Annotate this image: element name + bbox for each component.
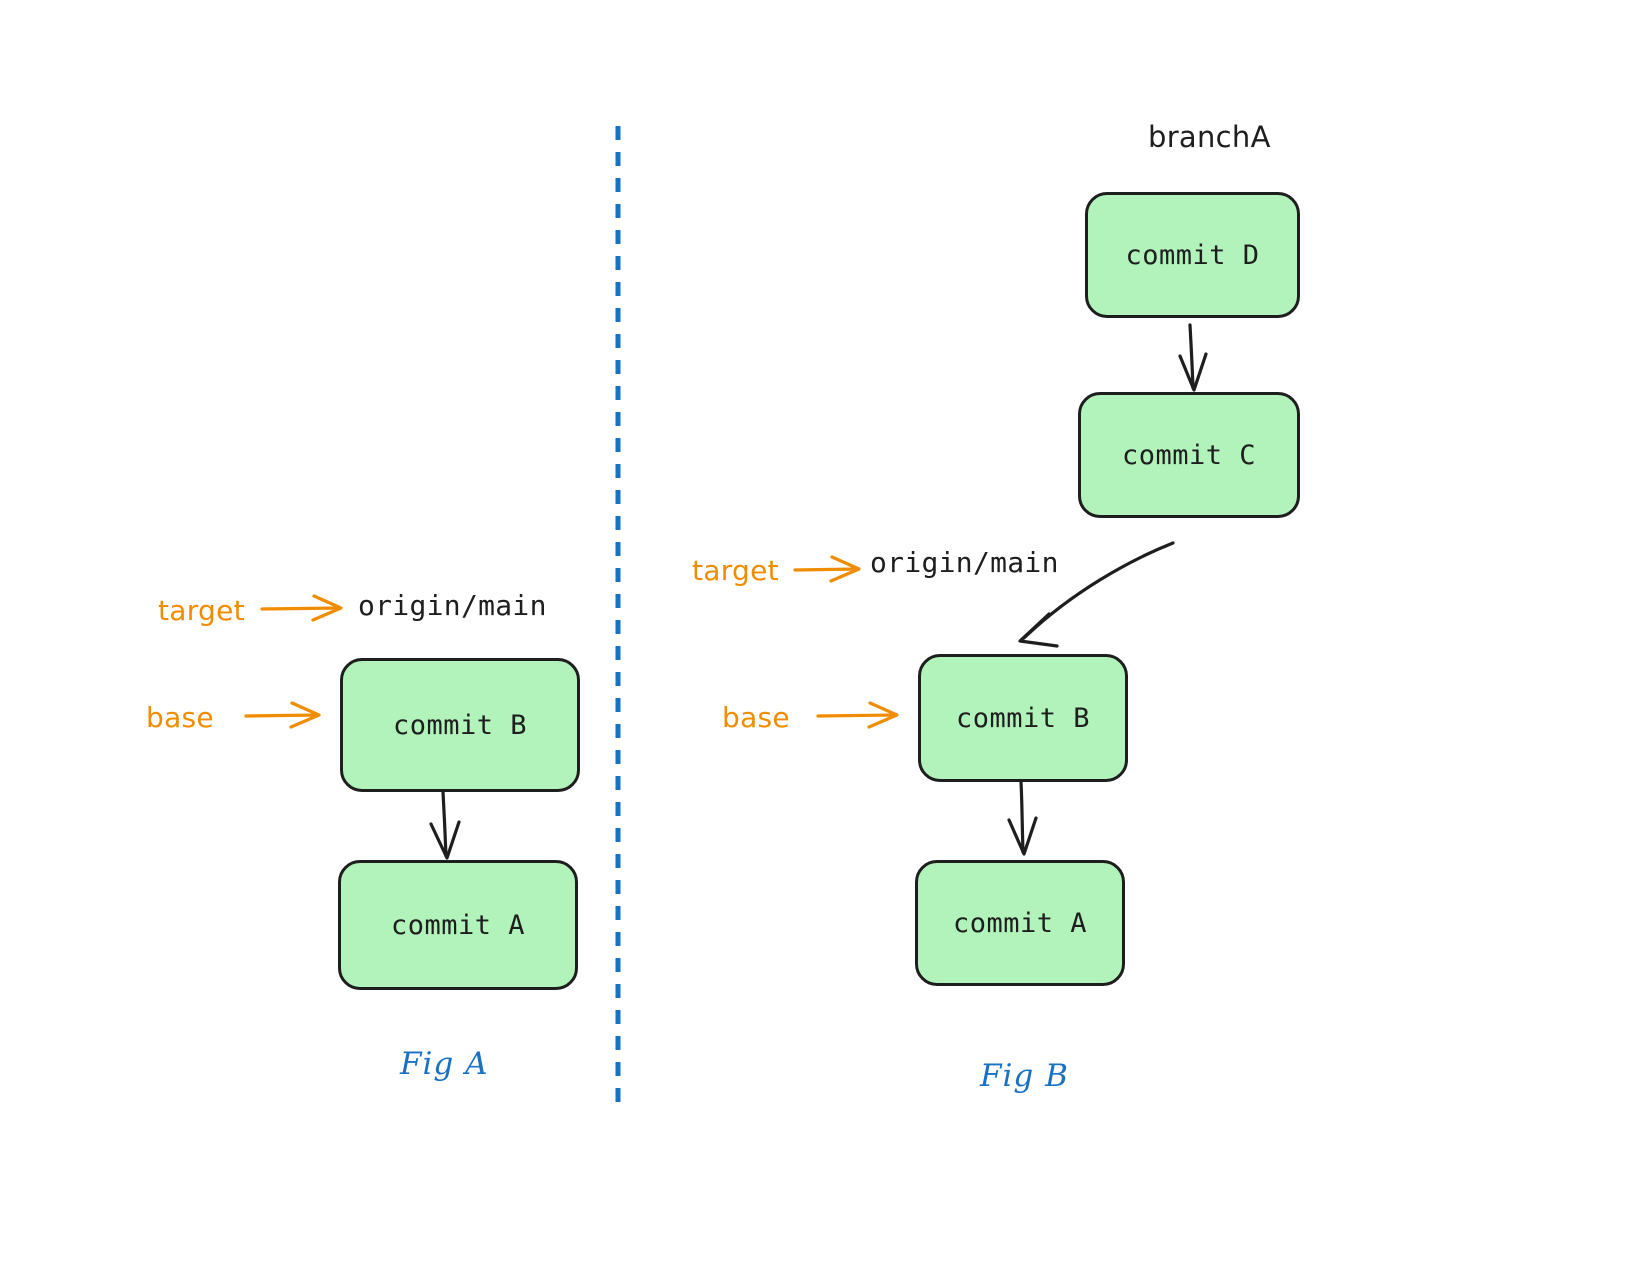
commit-box-b-fig-b[interactable]: commit B bbox=[918, 654, 1128, 782]
commit-box-label: commit A bbox=[952, 907, 1088, 939]
commit-box-label: commit A bbox=[390, 909, 526, 941]
commit-box-label: commit B bbox=[955, 702, 1091, 734]
figure-caption-a: Fig A bbox=[400, 1046, 489, 1082]
annotation-base-fig-b: base bbox=[722, 701, 790, 734]
commit-box-a-fig-a[interactable]: commit A bbox=[338, 860, 578, 990]
ref-label-origin-main-fig-a: origin/main bbox=[358, 589, 547, 622]
branch-label-brancha: branchA bbox=[1148, 120, 1271, 154]
commit-box-label: commit C bbox=[1121, 439, 1257, 471]
ref-label-origin-main-fig-b: origin/main bbox=[870, 546, 1059, 579]
annotation-base-fig-a: base bbox=[146, 701, 214, 734]
annotation-target-fig-a: target bbox=[158, 594, 245, 627]
commit-box-c-fig-b[interactable]: commit C bbox=[1078, 392, 1300, 518]
figure-caption-b: Fig B bbox=[980, 1058, 1069, 1094]
commit-box-d-fig-b[interactable]: commit D bbox=[1085, 192, 1300, 318]
commit-box-b-fig-a[interactable]: commit B bbox=[340, 658, 580, 792]
annotation-target-fig-b: target bbox=[692, 554, 779, 587]
commit-box-label: commit D bbox=[1125, 239, 1260, 271]
commit-box-a-fig-b[interactable]: commit A bbox=[915, 860, 1125, 986]
commit-box-label: commit B bbox=[392, 709, 528, 741]
